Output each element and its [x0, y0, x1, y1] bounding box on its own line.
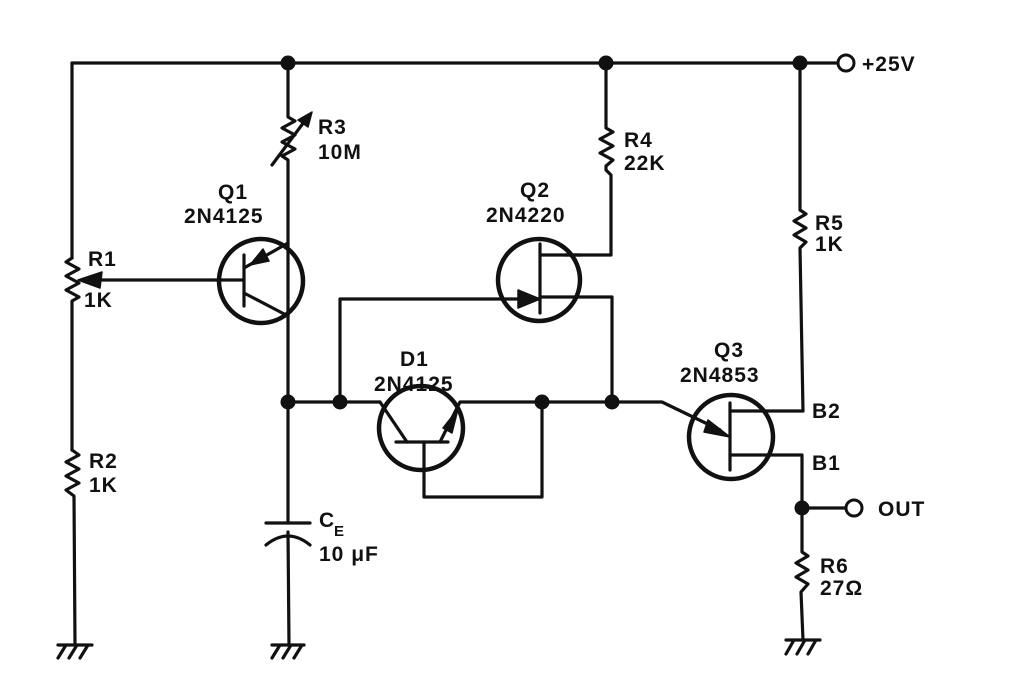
resistor-r1-symbol [64, 256, 81, 452]
supply-rail [70, 61, 838, 260]
r5-value: 1K [815, 233, 844, 256]
transistor-d1-symbol [376, 383, 614, 499]
r4-value: 22K [624, 152, 666, 175]
r2-value: 1K [89, 474, 118, 497]
resistor-r3-symbol [280, 61, 297, 404]
r3-value: 10M [318, 141, 362, 164]
d1-ref: D1 [400, 348, 429, 371]
r6-value: 27Ω [820, 577, 863, 600]
q3-part: 2N4853 [680, 364, 760, 387]
ground-icon [270, 643, 306, 660]
r1-wiper-arrow-icon [77, 271, 214, 289]
r5-ref: R5 [815, 212, 844, 235]
r4-ref: R4 [624, 129, 653, 152]
output-label: OUT [878, 498, 925, 521]
ce-value: 10 μF [319, 543, 379, 566]
transistor-q2-symbol [338, 236, 614, 404]
ground-icon [56, 643, 94, 660]
ce-ref: C [319, 509, 335, 532]
q3-ref: Q3 [714, 339, 744, 362]
ground-icon [784, 638, 822, 656]
q2-part: 2N4220 [486, 204, 566, 227]
resistor-r6-symbol [794, 506, 810, 642]
resistor-r4-symbol [563, 61, 615, 257]
resistor-r5-symbol [792, 61, 808, 413]
r1-value: 1K [84, 289, 113, 312]
r3-ref: R3 [318, 116, 347, 139]
junction-dot [534, 394, 550, 410]
r1-ref: R1 [88, 248, 117, 271]
r2-ref: R2 [89, 450, 118, 473]
q1-ref: Q1 [218, 181, 248, 204]
supply-label: +25V [862, 53, 916, 76]
ce-ref-sub: E [334, 523, 345, 540]
transistor-q1-symbol [210, 236, 306, 326]
q3-b1-label: B1 [812, 452, 841, 475]
q3-b2-label: B2 [812, 400, 841, 423]
q1-part: 2N4125 [184, 205, 264, 228]
output-terminal[interactable] [844, 498, 864, 518]
capacitor-ce-symbol [264, 400, 312, 647]
transistor-q3-symbol [610, 392, 805, 510]
resistor-r2-symbol [64, 448, 81, 647]
supply-terminal[interactable] [836, 53, 856, 73]
q2-ref: Q2 [520, 179, 550, 202]
r3-adjust-arrow-icon [270, 111, 313, 167]
r6-ref: R6 [820, 555, 849, 578]
